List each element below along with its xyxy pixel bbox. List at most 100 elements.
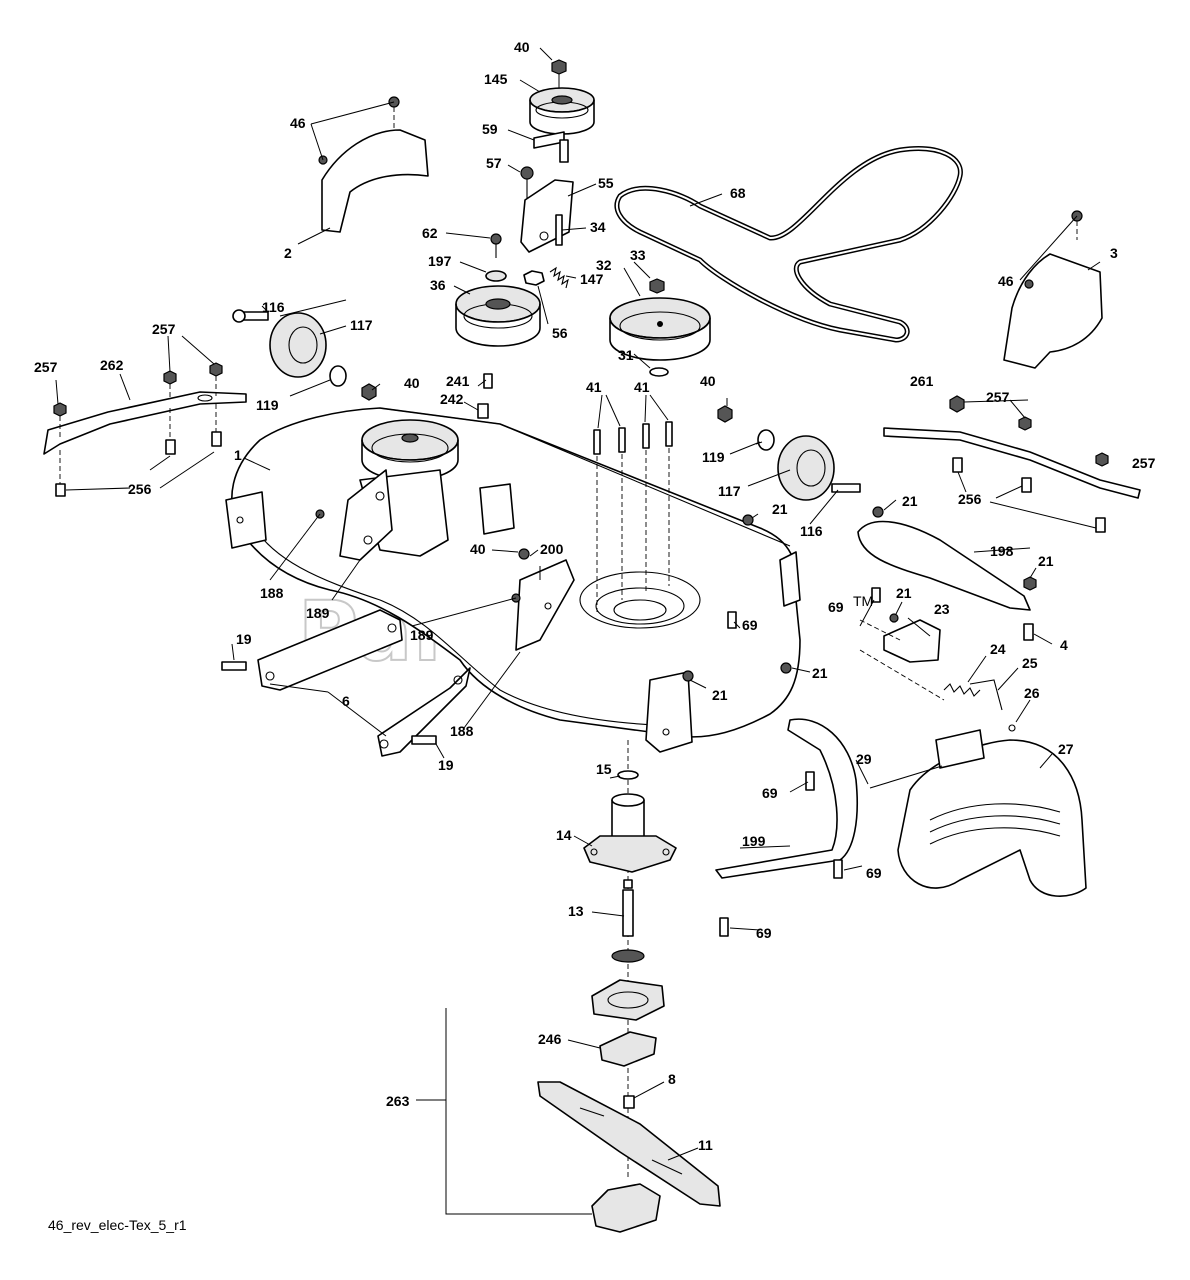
right-bracket-group <box>857 506 1037 732</box>
spring-24 <box>943 683 981 697</box>
bolt-62 <box>490 233 502 245</box>
bolt-34 <box>555 214 563 246</box>
nut-21-b <box>1023 576 1037 591</box>
callout-21: 21 <box>902 493 918 509</box>
bolt-46-d <box>1024 279 1034 289</box>
nut-21-c <box>889 613 899 623</box>
callout-116: 116 <box>262 299 285 315</box>
nut-40-top <box>551 59 567 75</box>
nut-257-b <box>163 370 177 385</box>
washer-31 <box>649 367 669 377</box>
bolt-69-c <box>833 859 843 879</box>
callout-40: 40 <box>700 373 716 389</box>
bolt-256-f <box>1095 517 1106 533</box>
callout-59: 59 <box>482 121 498 137</box>
callout-69: 69 <box>756 925 772 941</box>
callout-3: 3 <box>1110 245 1118 261</box>
callout-46: 46 <box>290 115 306 131</box>
callout-41: 41 <box>586 379 602 395</box>
washer-26 <box>1008 724 1016 732</box>
nut-21-a <box>872 506 884 518</box>
nut-21-f <box>682 670 694 682</box>
callout-40: 40 <box>404 375 420 391</box>
nut-21-d <box>742 514 754 526</box>
callout-27: 27 <box>1058 741 1074 757</box>
baffle-262-group <box>43 335 247 497</box>
callout-189: 189 <box>306 605 330 621</box>
callout-69: 69 <box>742 617 758 633</box>
spindle-stack <box>416 740 721 1233</box>
callout-21: 21 <box>712 687 728 703</box>
callout-2: 2 <box>284 245 292 261</box>
callout-62: 62 <box>422 225 438 241</box>
bolt-256-c <box>211 431 222 447</box>
callout-40: 40 <box>470 541 486 557</box>
nut-257-a <box>53 402 67 417</box>
callout-26: 26 <box>1024 685 1040 701</box>
shield-2 <box>321 129 429 233</box>
callout-246: 246 <box>538 1031 562 1047</box>
nut-40-c <box>518 548 530 560</box>
drawing-code: 46_rev_elec-Tex_5_r1 <box>48 1217 187 1233</box>
blade-adapter <box>591 979 665 1021</box>
discharge-chute-group <box>715 718 1087 937</box>
callout-119: 119 <box>256 397 279 413</box>
callout-41: 41 <box>634 379 650 395</box>
callout-14: 14 <box>556 827 572 843</box>
callout-36: 36 <box>430 277 446 293</box>
nut-40-d <box>717 405 733 423</box>
rod-25 <box>969 679 1003 711</box>
callout-263: 263 <box>386 1093 410 1109</box>
washer-119-b <box>757 429 775 451</box>
bolt-69-a <box>871 587 881 603</box>
callout-11: 11 <box>698 1137 713 1153</box>
gauge-wheel-left <box>232 305 377 401</box>
callout-21: 21 <box>812 665 828 681</box>
bolt-19-b <box>411 735 437 745</box>
callout-8: 8 <box>668 1071 676 1087</box>
spring-147 <box>549 266 569 289</box>
pulley-32-group <box>609 278 711 377</box>
bolt-69-b <box>805 771 815 791</box>
nut-257-d <box>949 395 965 413</box>
shield-3 <box>1003 253 1103 369</box>
bolt-256-d <box>952 457 963 473</box>
shield-2-group <box>297 96 429 245</box>
gauge-wheel-right <box>717 398 861 501</box>
callout-198: 198 <box>990 543 1014 559</box>
callout-6: 6 <box>342 693 350 709</box>
callout-24: 24 <box>990 641 1006 657</box>
bolt-69-e <box>727 611 737 629</box>
bolt-41-b <box>618 427 626 453</box>
callout-257: 257 <box>1132 455 1156 471</box>
callout-188: 188 <box>260 585 284 601</box>
baffle-261 <box>883 427 1141 499</box>
callout-257: 257 <box>152 321 176 337</box>
adapter-246 <box>599 1031 657 1067</box>
idler-arm-55 <box>520 179 574 253</box>
washer-119-a <box>329 365 347 387</box>
callout-145: 145 <box>484 71 508 87</box>
nut-257-e <box>1018 416 1032 431</box>
lift-arms-group <box>221 513 521 759</box>
bolt-242 <box>477 403 489 419</box>
bolt-256-e <box>1021 477 1032 493</box>
mower-deck-1 <box>225 373 801 753</box>
callout-200: 200 <box>540 541 564 557</box>
callout-256: 256 <box>128 481 152 497</box>
callout-242: 242 <box>440 391 464 407</box>
callout-241: 241 <box>446 373 470 389</box>
bolt-19-a <box>221 661 247 671</box>
callout-199: 199 <box>742 833 766 849</box>
callout-257: 257 <box>986 389 1010 405</box>
callout-117: 117 <box>350 317 373 333</box>
callout-31: 31 <box>618 347 634 363</box>
watermark-tm: TM <box>853 593 873 609</box>
bolt-41-a <box>593 429 601 455</box>
callout-32: 32 <box>596 257 612 273</box>
callout-1: 1 <box>234 447 242 463</box>
bolt-57 <box>520 166 534 180</box>
callout-34: 34 <box>590 219 606 235</box>
callout-257: 257 <box>34 359 58 375</box>
callout-4: 4 <box>1060 637 1068 653</box>
